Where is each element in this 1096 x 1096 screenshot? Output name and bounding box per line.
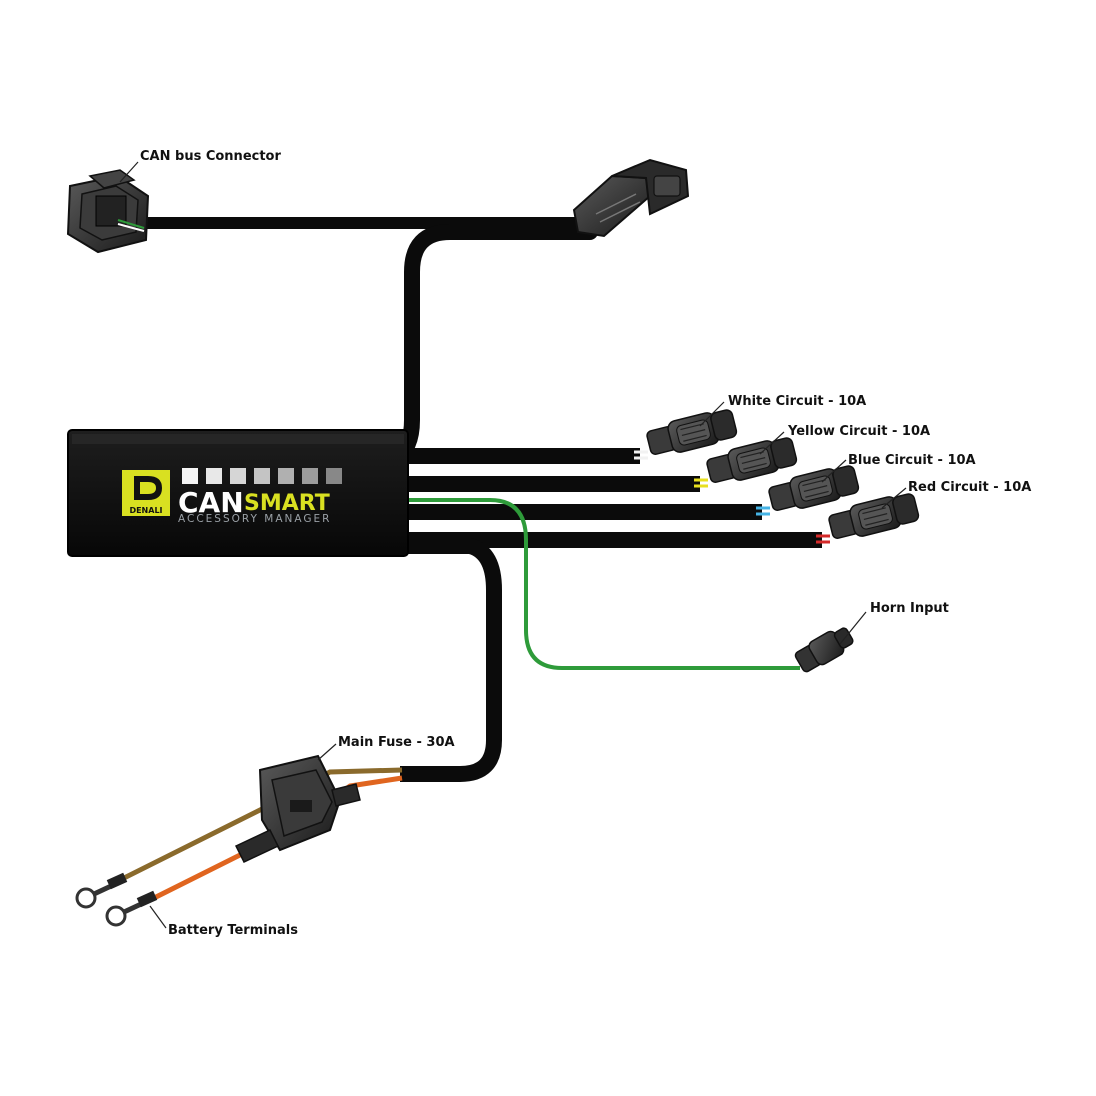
yellow-circuit-label: Yellow Circuit - 10A (787, 424, 930, 439)
fuse-holder-icon (234, 754, 361, 863)
main-power-cable (400, 538, 502, 782)
cansmart-module: DENALI CAN SMART ACCESSORY MANAGER (67, 429, 409, 557)
indicator-leds (182, 468, 342, 484)
brand-subtitle: ACCESSORY MANAGER (178, 513, 331, 525)
yellow-circuit-connector-icon (704, 434, 799, 488)
battery-terminals-label: Battery Terminals (168, 923, 298, 938)
ring-terminal-icon (75, 872, 158, 927)
cables (118, 217, 830, 903)
brand-can-text: CAN (178, 486, 244, 519)
can-bus-connector-label: CAN bus Connector (140, 149, 281, 164)
blue-circuit-label: Blue Circuit - 10A (848, 453, 976, 468)
red-circuit-label: Red Circuit - 10A (908, 480, 1031, 495)
blue-circuit-connector-icon (766, 462, 861, 516)
logo-text: DENALI (129, 506, 162, 515)
main-fuse-label: Main Fuse - 30A (338, 735, 455, 750)
brand-smart-text: SMART (244, 491, 330, 516)
red-circuit-connector-icon (826, 490, 921, 544)
can-branch-cable (388, 224, 598, 466)
horn-input-wire (404, 498, 800, 670)
callout-leaders (119, 161, 907, 929)
can-bus-connector-icon (66, 169, 150, 254)
horn-input-connector-icon (794, 627, 854, 673)
white-circuit-connector-icon (644, 406, 739, 460)
harness-plug-icon (572, 158, 690, 238)
horn-input-label: Horn Input (870, 601, 949, 616)
denali-logo-icon: DENALI (122, 470, 170, 516)
white-circuit-label: White Circuit - 10A (728, 394, 866, 409)
